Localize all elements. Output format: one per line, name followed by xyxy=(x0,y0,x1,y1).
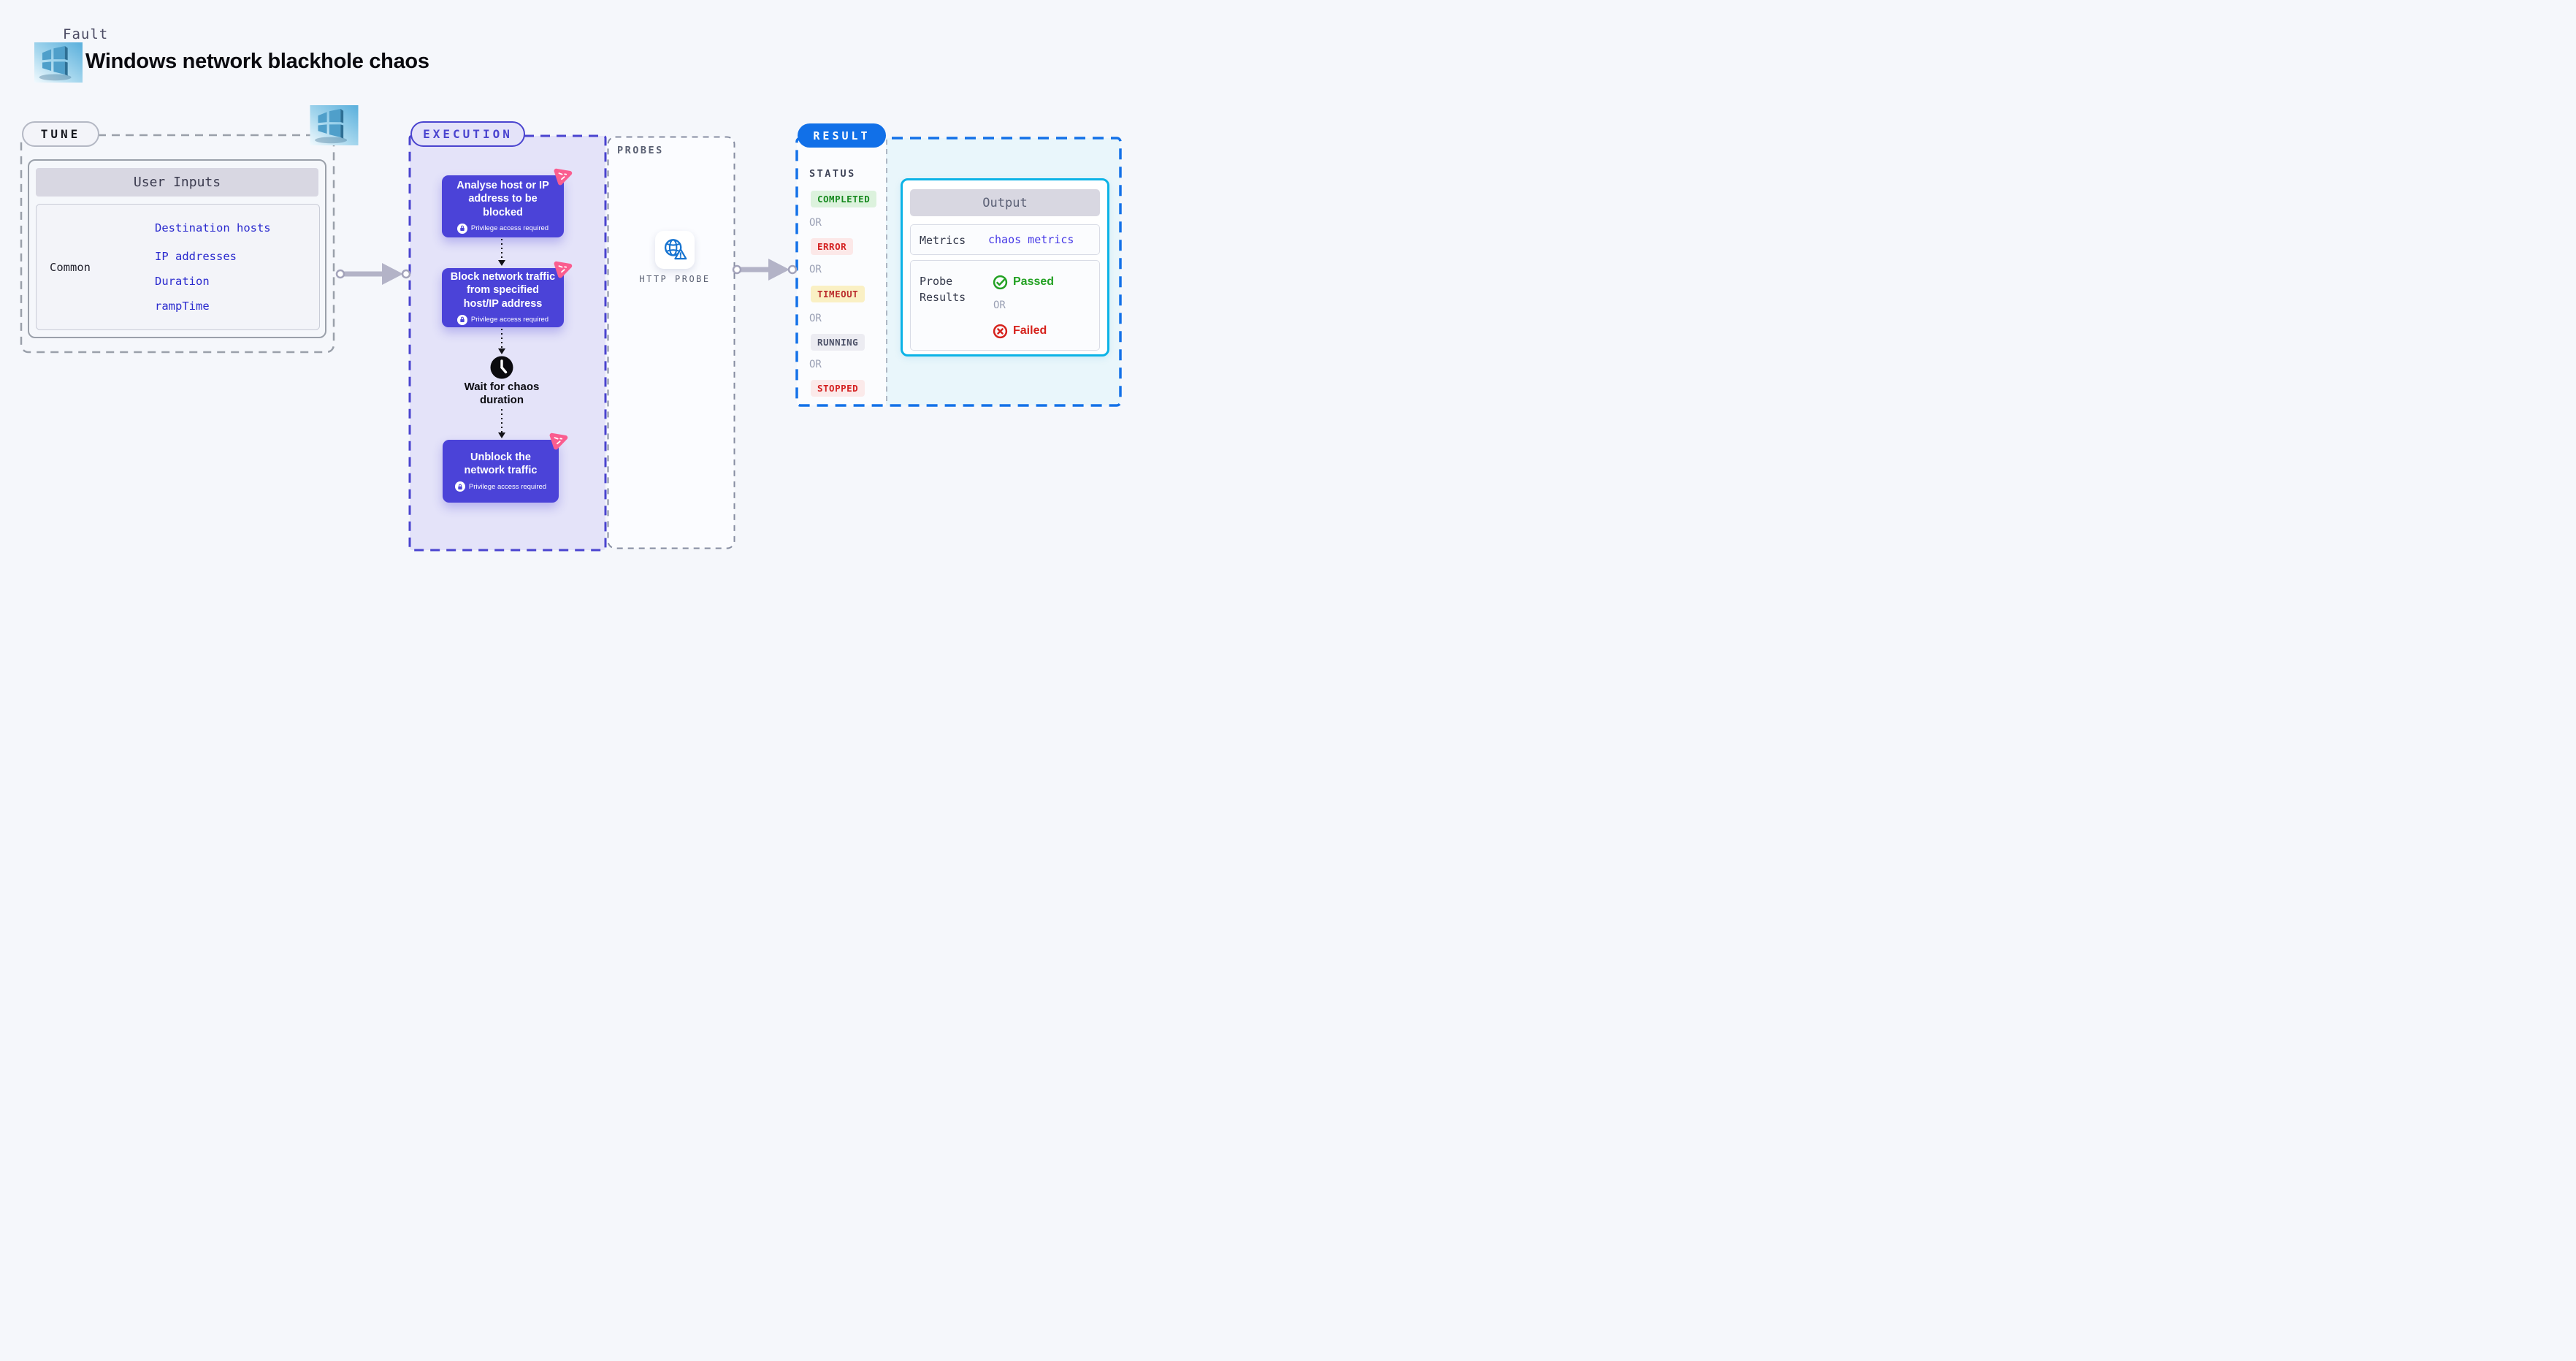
chaos-flag-icon xyxy=(554,261,573,278)
step-card-unblock: Unblock the network traffic Privilege ac… xyxy=(443,440,559,503)
flow-connector-arrow xyxy=(498,239,505,266)
status-badge-timeout: TIMEOUT xyxy=(811,286,865,302)
field-link-ip-addresses[interactable]: IP addresses xyxy=(155,250,237,263)
result-badge-label: RESULT xyxy=(813,129,871,142)
lock-icon xyxy=(456,314,467,325)
output-header: Output xyxy=(910,189,1100,216)
http-probe-globe-icon xyxy=(664,239,687,260)
lock-icon xyxy=(454,481,465,492)
clock-icon xyxy=(490,356,513,379)
windows-logo-icon xyxy=(310,105,359,145)
probes-zone-border xyxy=(607,136,735,549)
field-link-ramptime[interactable]: rampTime xyxy=(155,300,210,313)
execution-section-badge: EXECUTION xyxy=(410,121,525,147)
windows-logo-icon xyxy=(34,42,83,83)
metrics-label: Metrics xyxy=(920,234,966,247)
failed-x-icon xyxy=(993,324,1008,339)
or-separator: OR xyxy=(809,264,822,275)
lock-icon xyxy=(456,223,467,234)
http-probe-card xyxy=(655,231,695,269)
probe-results-label: Probe Results xyxy=(920,275,966,304)
or-separator: OR xyxy=(993,300,1006,311)
user-inputs-header-label: User Inputs xyxy=(133,175,221,190)
result-zone-border xyxy=(795,137,1122,407)
privilege-label: Privilege access required xyxy=(470,224,549,233)
probes-section-label: PROBES xyxy=(617,145,664,156)
step-title: Block network traffic from specified hos… xyxy=(450,271,556,310)
or-separator: OR xyxy=(809,313,822,324)
user-inputs-row-label: Common xyxy=(50,261,91,274)
status-badge-error: ERROR xyxy=(811,238,854,255)
or-separator: OR xyxy=(809,217,822,229)
status-badge-completed: COMPLETED xyxy=(811,191,877,207)
result-status-column-bg xyxy=(797,138,886,405)
metrics-row: Metrics chaos metrics xyxy=(910,224,1100,255)
diagram-canvas: Fault Windows network blackhole chaos TU… xyxy=(0,0,1145,605)
privilege-pill: Privilege access required xyxy=(456,314,549,325)
step-title: Unblock the network traffic xyxy=(464,451,538,476)
privilege-label: Privilege access required xyxy=(468,482,547,491)
privilege-pill: Privilege access required xyxy=(454,481,547,492)
status-badge-running: RUNNING xyxy=(811,334,865,351)
status-badge-stopped: STOPPED xyxy=(811,380,865,397)
tune-section-badge: TUNE xyxy=(22,121,99,147)
passed-check-icon xyxy=(993,275,1008,290)
flow-connector-arrow xyxy=(498,409,505,438)
result-section-badge: RESULT xyxy=(798,123,886,148)
status-column-label: STATUS xyxy=(809,168,856,180)
probe-results-row: Probe Results Passed OR Failed xyxy=(910,260,1100,351)
tune-zone-border xyxy=(20,134,335,354)
failed-label: Failed xyxy=(1013,324,1047,337)
tune-badge-label: TUNE xyxy=(40,127,81,141)
output-card: Output Metrics chaos metrics Probe Resul… xyxy=(901,178,1109,357)
user-inputs-card: User Inputs Common Destination hosts IP … xyxy=(28,159,326,338)
probes-to-result-arrow xyxy=(732,259,798,281)
privilege-pill: Privilege access required xyxy=(456,223,549,234)
or-separator: OR xyxy=(809,359,822,370)
http-probe-label: HTTP PROBE xyxy=(639,274,711,284)
wait-step-title: Wait for chaos duration xyxy=(464,381,540,406)
privilege-label: Privilege access required xyxy=(470,316,549,324)
field-link-destination-hosts[interactable]: Destination hosts xyxy=(155,221,271,235)
chaos-metrics-link[interactable]: chaos metrics xyxy=(988,233,1074,246)
flow-connector-arrow xyxy=(498,329,505,354)
step-card-analyse: Analyse host or IP address to be blocked… xyxy=(442,175,564,237)
field-link-duration[interactable]: Duration xyxy=(155,275,210,288)
tune-to-execution-arrow xyxy=(335,263,411,285)
step-title: Analyse host or IP address to be blocked xyxy=(456,180,549,218)
user-inputs-table: Common Destination hosts IP addresses Du… xyxy=(36,204,320,330)
chaos-flag-icon xyxy=(549,432,568,450)
chaos-flag-icon xyxy=(554,168,573,186)
step-card-block: Block network traffic from specified hos… xyxy=(442,268,564,327)
fault-kicker: Fault xyxy=(63,26,109,42)
output-header-label: Output xyxy=(982,195,1028,210)
user-inputs-header: User Inputs xyxy=(36,168,318,197)
execution-badge-label: EXECUTION xyxy=(423,127,513,141)
page-title: Windows network blackhole chaos xyxy=(85,50,429,73)
passed-label: Passed xyxy=(1013,275,1055,288)
